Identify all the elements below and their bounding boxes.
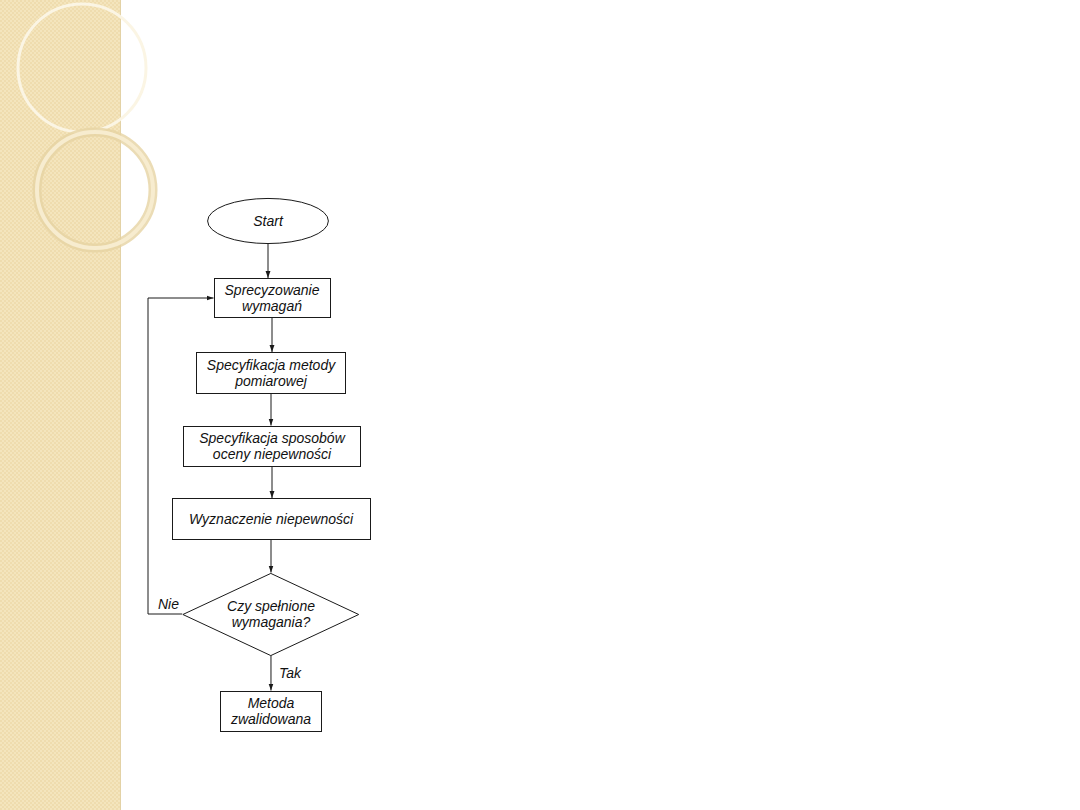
decision-diamond: Czy spełnione wymagania? <box>182 573 360 656</box>
process-box: Wyznaczenie niepewności <box>172 498 371 540</box>
end-box: Metoda zwalidowana <box>220 691 322 732</box>
node-text: Metoda zwalidowana <box>226 695 316 727</box>
deco-ring <box>37 132 153 248</box>
deco-ring <box>37 132 153 248</box>
edge-label: Tak <box>277 665 303 681</box>
flow-arrow <box>271 540 272 573</box>
edge-label: Nie <box>156 596 181 612</box>
node-text: Specyfikacja metody pomiarowej <box>202 357 340 389</box>
node-text: Wyznaczenie niepewności <box>189 511 353 527</box>
flow-arrow <box>268 244 269 278</box>
band-edge <box>120 0 121 810</box>
process-box: Sprecyzowanie wymagań <box>214 278 331 318</box>
side-band <box>0 0 120 810</box>
node-text: Specyfikacja sposobów oceny niepewności <box>189 430 355 462</box>
process-box: Specyfikacja metody pomiarowej <box>196 352 346 394</box>
process-box: Specyfikacja sposobów oceny niepewności <box>183 426 361 467</box>
start-terminal: Start <box>207 198 329 244</box>
flow-arrow <box>270 656 271 691</box>
flow-arrow <box>272 467 273 499</box>
node-text: Czy spełnione wymagania? <box>219 598 322 630</box>
node-text: Sprecyzowanie wymagań <box>220 282 325 314</box>
deco-ring <box>18 4 146 132</box>
flow-arrow <box>271 394 272 426</box>
node-text: Start <box>253 213 283 229</box>
flow-arrow <box>272 318 273 352</box>
